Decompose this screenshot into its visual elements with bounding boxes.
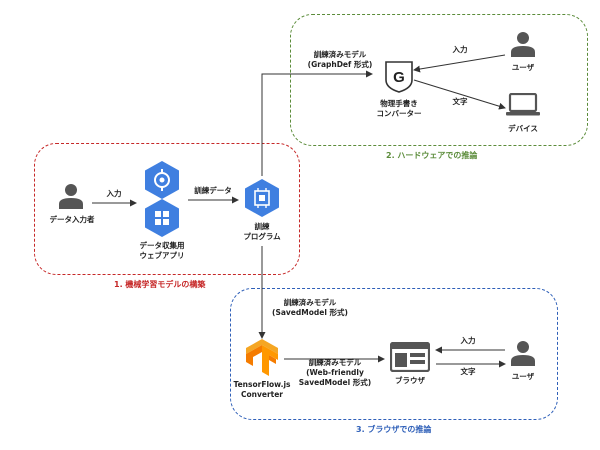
browser-section-box xyxy=(230,288,558,420)
person-icon xyxy=(59,184,83,209)
training-program-label-1: 訓練 xyxy=(254,222,270,231)
training-section-box xyxy=(34,143,300,275)
hw-user-label: ユーザ xyxy=(511,63,535,72)
browser-section-caption: 3. ブラウザでの推論 xyxy=(356,425,432,434)
hw-converter-label-2: コンバーター xyxy=(376,109,422,118)
analytics-hex-icon xyxy=(145,161,179,199)
tensorflow-icon xyxy=(246,339,278,376)
hardware-section-box xyxy=(290,14,588,146)
edge-savedmodel-label-2: (SavedModel 形式) xyxy=(272,308,348,317)
training-section-caption: 1. 機械学習モデルの構築 xyxy=(114,280,206,289)
chip-icon xyxy=(245,179,279,217)
browser-icon xyxy=(390,342,430,372)
br-user-label: ユーザ xyxy=(511,372,535,381)
data-input-user-label: データ入力者 xyxy=(49,215,95,224)
edge-training-data-label: 訓練データ xyxy=(194,186,232,195)
g-icon: G xyxy=(385,61,413,93)
laptop-icon xyxy=(506,93,540,116)
edge-graphdef-label-1: 訓練済みモデル xyxy=(313,50,367,59)
edge-savedmodel-label-1: 訓練済みモデル xyxy=(283,298,337,307)
edge-webfriendly-label-2: (Web-friendly xyxy=(306,368,364,377)
tfjs-label-2: Converter xyxy=(240,390,284,399)
svg-text:G: G xyxy=(393,69,405,86)
arrow-training-to-hw-converter xyxy=(261,70,373,176)
training-program-label-2: プログラム xyxy=(243,232,281,241)
edge-hw-input-label: 入力 xyxy=(452,45,468,54)
tfjs-label-1: TensorFlow.js xyxy=(233,380,291,389)
edge-graphdef-label-2: (GraphDef 形式) xyxy=(307,60,373,69)
edge-br-text-label: 文字 xyxy=(460,367,476,376)
device-label: デバイス xyxy=(508,124,538,133)
arrow-hw-user-to-converter xyxy=(413,54,506,73)
app-icon xyxy=(145,199,179,237)
edge-webfriendly-label-1: 訓練済みモデル xyxy=(308,358,362,367)
person-icon xyxy=(511,341,535,366)
browser-label: ブラウザ xyxy=(395,376,425,385)
edge-webfriendly-label-3: SavedModel 形式) xyxy=(298,378,372,387)
edge-hw-text-label: 文字 xyxy=(452,97,468,106)
hardware-section-caption: 2. ハードウェアでの推論 xyxy=(386,151,478,160)
data-app-label-1: データ収集用 xyxy=(139,241,185,250)
data-app-label-2: ウェブアプリ xyxy=(139,251,185,260)
edge-input-label: 入力 xyxy=(106,189,122,198)
arrow-converter-to-device xyxy=(413,79,506,110)
person-icon xyxy=(511,32,535,57)
hw-converter-label-1: 物理手書き xyxy=(380,99,418,108)
edge-br-input-label: 入力 xyxy=(460,336,476,345)
